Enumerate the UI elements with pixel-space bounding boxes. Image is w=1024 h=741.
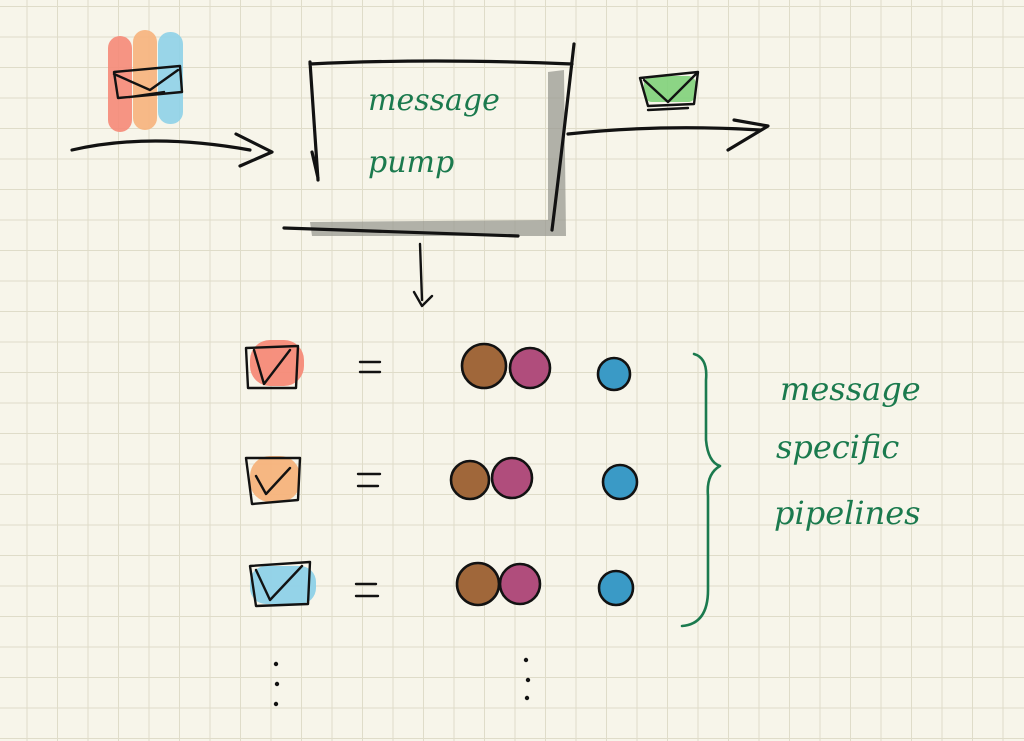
input-stack-red-stroke [108, 36, 132, 132]
ellipsis-left-dot-2 [274, 681, 280, 687]
row-orange-brown-dot [449, 459, 491, 501]
pipeline-row-orange [244, 456, 639, 506]
row-red-brown-dot [460, 342, 508, 390]
continuation-dots [273, 657, 531, 707]
brace-label: message specific pipelines [774, 370, 921, 532]
ellipsis-right-dot-1 [523, 657, 529, 663]
row-blue-magenta-dot [498, 562, 542, 606]
output-envelope-icon [638, 70, 700, 112]
ellipsis-left-dot-1 [273, 661, 279, 667]
row-blue-blue-dot [597, 569, 635, 607]
row-orange-message-fill [250, 456, 300, 502]
row-blue-equals [354, 582, 380, 598]
output-arrow [566, 118, 770, 152]
row-orange-envelope-icon [244, 456, 302, 506]
pump-box-outline [282, 42, 576, 238]
row-red-envelope-icon [244, 344, 300, 390]
row-orange-blue-dot [601, 463, 639, 501]
row-red-equals [358, 360, 382, 374]
pump-label-line1: message [368, 83, 500, 118]
row-orange-magenta-dot [490, 456, 534, 500]
input-stack-blue-stroke [158, 32, 183, 124]
output-green-fill [644, 76, 696, 102]
input-message-stack [108, 30, 184, 132]
brace-label-line2: specific [776, 428, 899, 466]
brace-label-line1: message [780, 370, 921, 408]
ellipsis-left-dot-3 [273, 701, 279, 707]
down-arrow [412, 242, 434, 308]
pump-label-line2: pump [368, 145, 454, 180]
ellipsis-right-dot-2 [525, 677, 531, 683]
pipelines-brace [680, 352, 722, 628]
input-arrow [70, 132, 274, 168]
row-red-message-fill [250, 340, 304, 386]
input-envelope-icon [112, 64, 184, 100]
message-pump-box: message pump [282, 42, 576, 238]
row-orange-equals [356, 472, 382, 488]
row-blue-brown-dot [455, 561, 501, 607]
ellipsis-right-dot-3 [524, 695, 530, 701]
pipeline-row-blue [248, 560, 635, 608]
input-stack-orange-stroke [133, 30, 157, 130]
output-message [638, 70, 700, 112]
brace-label-line3: pipelines [774, 494, 921, 532]
row-red-magenta-dot [508, 346, 552, 390]
row-blue-envelope-icon [248, 560, 312, 608]
row-red-blue-dot [596, 356, 632, 392]
pipeline-row-red [244, 340, 632, 392]
